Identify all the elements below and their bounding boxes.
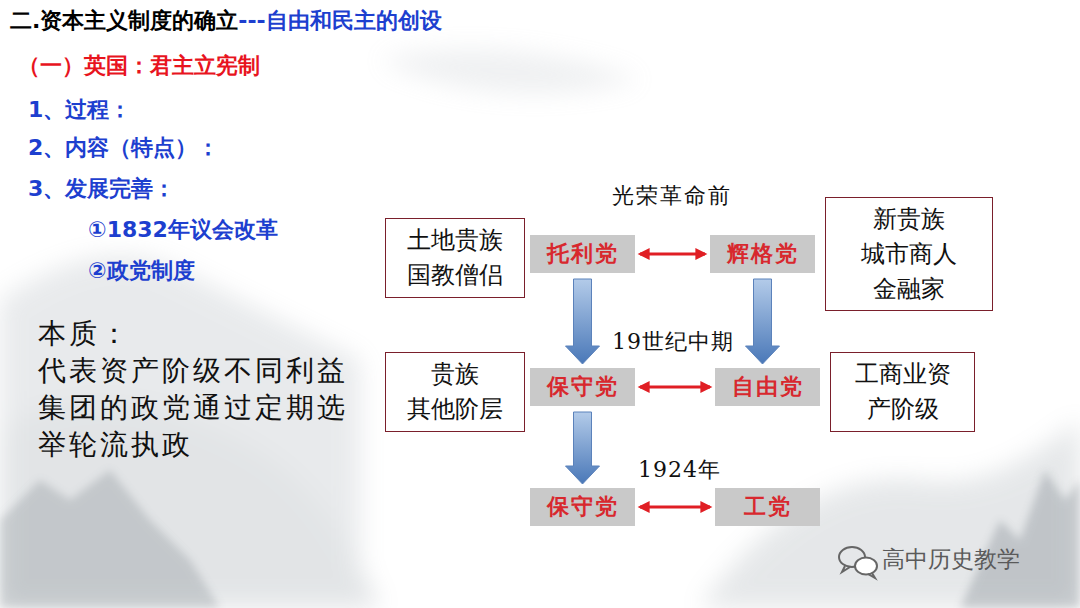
- rivalry-arrow: [640, 386, 710, 389]
- outline-item: 1、过程：: [28, 96, 131, 124]
- class-text: 新贵族 城市商人 金融家: [836, 202, 982, 306]
- party-box: 工党: [715, 488, 820, 526]
- section-heading: （一）英国：君主立宪制: [18, 52, 260, 80]
- party-box: 保守党: [530, 488, 635, 526]
- outline-subitem: ①1832年议会改革: [88, 216, 278, 244]
- party-box: 自由党: [715, 368, 820, 406]
- essence-heading: 本质：: [38, 316, 131, 351]
- title-subtitle: ---自由和民主的创设: [238, 7, 441, 35]
- rivalry-arrow: [640, 506, 710, 509]
- party-name: 辉格党: [727, 240, 799, 269]
- mist: [0, 50, 1080, 608]
- outline-subitem: ②政党制度: [88, 257, 195, 285]
- title-row: 二.资本主义制度的确立---自由和民主的创设: [10, 6, 442, 36]
- period-label: 光荣革命前: [612, 182, 732, 210]
- outline-item: 2、内容（特点）：: [28, 134, 219, 162]
- essence-text: 代表资产阶级不同利益集团的政党通过定期选举轮流执政: [38, 352, 356, 463]
- slide-title: 二.资本主义制度的确立: [10, 6, 238, 36]
- class-text: 工商业资产阶级: [845, 357, 960, 427]
- mountain-silhouette: [0, 470, 1080, 608]
- rivalry-arrow: [640, 253, 705, 256]
- party-name: 托利党: [547, 240, 619, 269]
- party-box: 辉格党: [710, 235, 815, 273]
- transition-arrow: [566, 412, 600, 484]
- transition-arrow: [746, 279, 780, 364]
- class-box: 新贵族 城市商人 金融家: [825, 197, 993, 311]
- class-text: 贵族 其他阶层: [396, 357, 514, 427]
- party-name: 保守党: [547, 373, 619, 402]
- class-box: 贵族 其他阶层: [385, 352, 525, 432]
- class-box: 土地贵族 国教僧侣: [385, 218, 525, 298]
- party-name: 保守党: [547, 493, 619, 522]
- class-box: 工商业资产阶级: [830, 352, 975, 432]
- party-box: 托利党: [530, 235, 635, 273]
- wechat-icon: [839, 547, 877, 578]
- party-box: 保守党: [530, 368, 635, 406]
- party-name: 自由党: [732, 373, 804, 402]
- class-text: 土地贵族 国教僧侣: [396, 223, 514, 293]
- outline-item: 3、发展完善：: [28, 175, 175, 203]
- period-label: 1924年: [638, 456, 721, 484]
- watermark: 高中历史教学: [882, 545, 1020, 574]
- period-label: 19世纪中期: [612, 328, 734, 356]
- transition-arrow: [566, 279, 600, 364]
- party-name: 工党: [744, 493, 792, 522]
